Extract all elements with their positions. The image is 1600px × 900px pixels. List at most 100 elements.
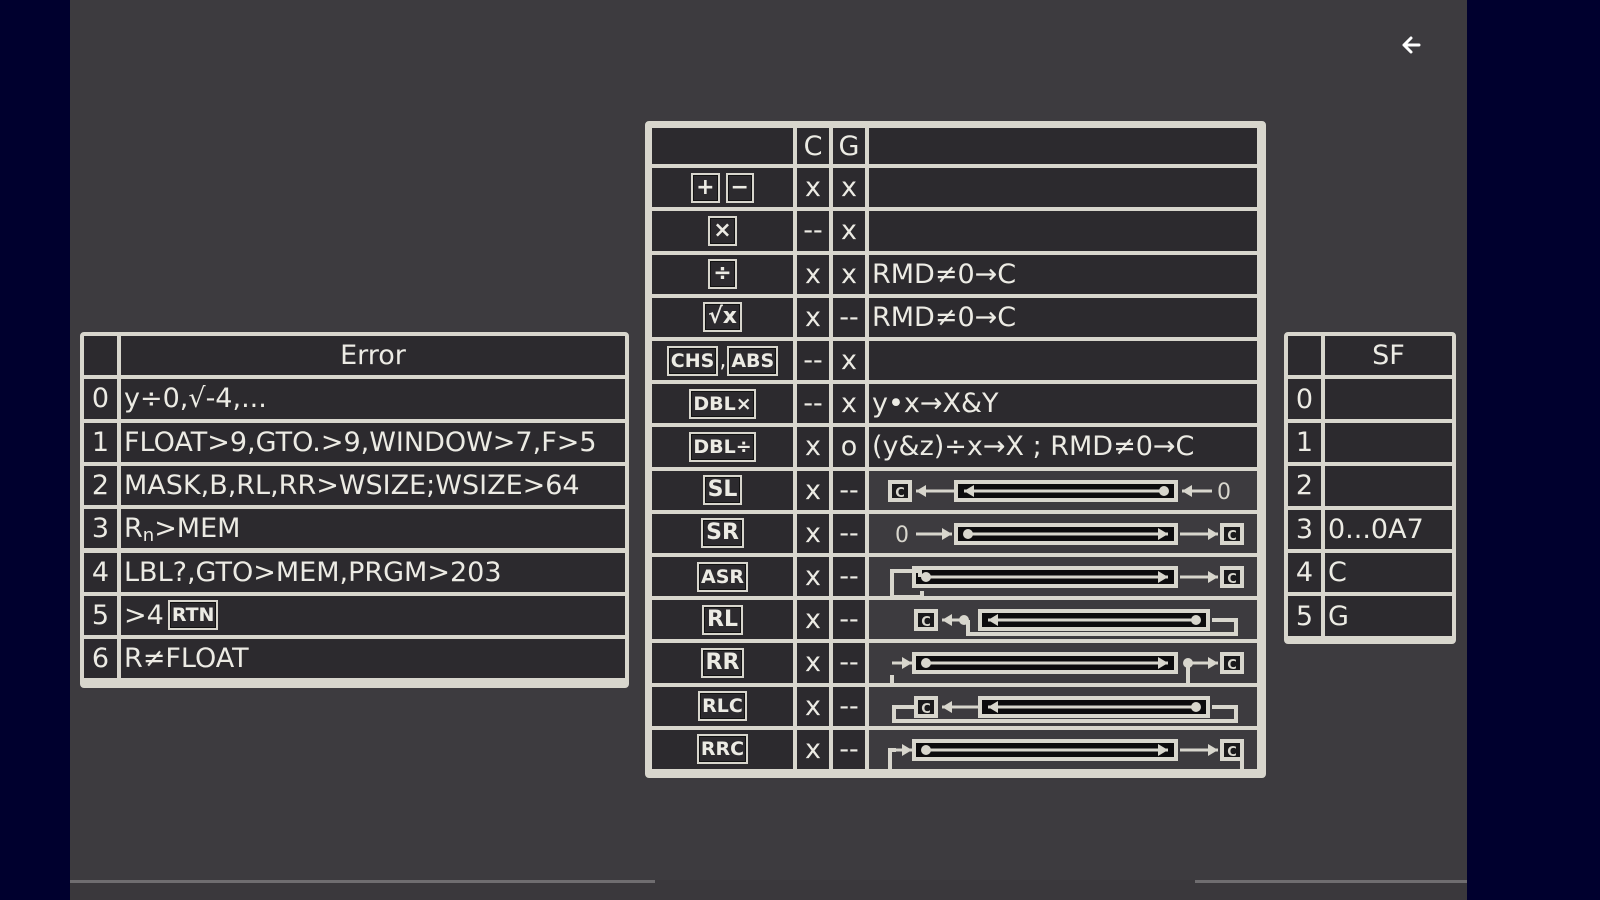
error-code: 5 xyxy=(91,599,110,631)
carry-flag-value: x xyxy=(805,172,821,204)
register-bit-dot xyxy=(921,658,931,669)
sf-row-text xyxy=(1325,422,1452,463)
flow-arrowhead xyxy=(1208,527,1218,540)
sqrt-key-icon: √x xyxy=(703,302,742,333)
ops-row-greater: -- xyxy=(833,470,865,510)
abs-key-icon: ABS xyxy=(727,345,779,376)
carry-flag-value: x xyxy=(805,301,821,333)
carry-flag-header: C xyxy=(803,130,823,162)
ops-header-key xyxy=(652,128,793,165)
ops-row-keys: SL xyxy=(652,470,793,510)
minus-key-icon: − xyxy=(725,172,754,203)
ops-row-carry: x xyxy=(797,470,829,510)
ops-row-carry: x xyxy=(797,600,829,640)
greater-flag-value: x xyxy=(841,345,857,377)
ops-row-greater: -- xyxy=(833,557,865,597)
ops-row-keys: DBL× xyxy=(652,384,793,424)
ops-row-carry: -- xyxy=(797,384,829,424)
register-bit-dot xyxy=(1191,701,1201,712)
back-button[interactable] xyxy=(1398,32,1424,58)
carry-flag-value: -- xyxy=(803,215,823,247)
ops-row-description: y•x→X&Y xyxy=(869,384,1257,424)
error-header-blank xyxy=(84,336,117,376)
carry-label: C xyxy=(921,702,931,717)
carry-flag-value: x xyxy=(805,258,821,290)
bottom-edge-left xyxy=(70,880,655,883)
ops-row-description xyxy=(869,341,1257,381)
error-description-tail: >MEM xyxy=(154,513,241,545)
register-bit-dot xyxy=(963,528,973,539)
plus-key-icon: + xyxy=(691,172,720,203)
sf-flag-number: 1 xyxy=(1295,426,1314,458)
ops-row-carry: x xyxy=(797,427,829,467)
bottom-edge-right xyxy=(1195,880,1467,883)
ops-row-description xyxy=(869,211,1257,251)
carry-flag-value: x xyxy=(805,647,821,679)
diagram-rotate-right-carry: C xyxy=(888,738,1244,769)
carry-flag-value: x xyxy=(805,431,821,463)
greater-flag-value: x xyxy=(841,388,857,420)
carry-box-inner xyxy=(918,699,934,714)
flow-arrowhead xyxy=(942,700,952,713)
error-row-number: 0 xyxy=(84,379,117,419)
zero-fill-label: 0 xyxy=(1217,480,1231,505)
error-description: FLOAT>9,GTO.>9,WINDOW>7,F>5 xyxy=(124,426,597,458)
ops-row-keys: ASR xyxy=(652,557,793,597)
error-description: >4 xyxy=(124,599,164,631)
bottom-strip xyxy=(70,880,1467,900)
rtn-key-icon: RTN xyxy=(167,600,219,631)
bit-shift-diagram: C xyxy=(892,695,1238,723)
carry-flag-value: -- xyxy=(803,388,823,420)
feedback-wire xyxy=(892,704,1238,723)
carry-label: C xyxy=(1227,658,1237,673)
rrc-key-icon: RRC xyxy=(696,734,749,765)
greater-flag-value: -- xyxy=(839,301,859,333)
carry-label: C xyxy=(921,615,931,630)
carry-box-inner xyxy=(1224,526,1240,541)
ops-row-greater: -- xyxy=(833,297,865,337)
bit-shift-diagram: C xyxy=(890,566,1244,597)
ops-row-greater: x xyxy=(833,168,865,208)
carry-box-inner xyxy=(918,613,934,628)
ops-row-description xyxy=(869,168,1257,208)
ops-row-greater: x xyxy=(833,384,865,424)
carry-label: C xyxy=(1227,572,1237,587)
arrow-left-icon xyxy=(1402,36,1421,54)
sf-header-blank xyxy=(1288,336,1321,376)
ops-row-greater: -- xyxy=(833,686,865,726)
sf-row-number: 5 xyxy=(1288,596,1321,636)
sf-flag-text: C xyxy=(1328,557,1347,589)
ops-row-keys: ÷ xyxy=(652,254,793,294)
ops-row-description: C xyxy=(869,557,1257,597)
carry-flag-value: x xyxy=(805,474,821,506)
operation-effect: RMD≠0→C xyxy=(872,258,1017,290)
sf-flag-text: 0...0A7 xyxy=(1328,513,1424,545)
ops-row-carry: x xyxy=(797,557,829,597)
greater-flag-header: G xyxy=(838,130,860,162)
ops-row-keys: × xyxy=(652,211,793,251)
sl-key-icon: SL xyxy=(702,475,743,506)
flow-arrowhead xyxy=(916,484,926,497)
feedback-wire xyxy=(890,569,924,597)
diagram-arith-shift-right: C xyxy=(890,566,1244,597)
rlc-key-icon: RLC xyxy=(698,691,747,722)
ops-row-carry: x xyxy=(797,168,829,208)
sf-flag-number: 2 xyxy=(1295,470,1314,502)
dbl-multiply-key-icon: DBL× xyxy=(689,388,756,419)
ops-row-greater: x xyxy=(833,254,865,294)
greater-flag-value: -- xyxy=(839,690,859,722)
rl-key-icon: RL xyxy=(702,604,743,635)
bit-shift-diagram: C xyxy=(914,609,1238,637)
sf-row-number: 3 xyxy=(1288,509,1321,549)
flow-arrowhead xyxy=(902,743,912,756)
error-row-number: 2 xyxy=(84,465,117,506)
error-row-number: 4 xyxy=(84,552,117,592)
sf-flag-number: 5 xyxy=(1295,600,1314,632)
error-code: 2 xyxy=(91,470,110,502)
key-separator: , xyxy=(719,348,727,374)
